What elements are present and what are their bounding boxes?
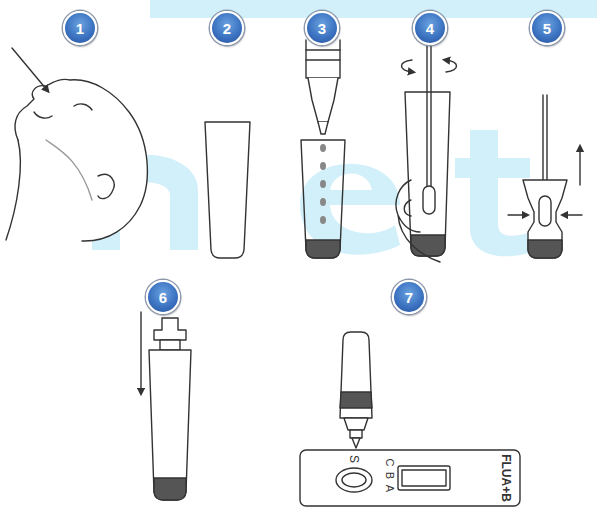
product-name: FLUA+B <box>500 454 512 502</box>
step-number-badge: 2 <box>210 11 244 45</box>
callout-number: 6 <box>159 290 167 305</box>
callout-number: 5 <box>543 21 551 36</box>
callout-number: 7 <box>405 290 413 305</box>
step-number-badge: 6 <box>146 280 180 314</box>
callout-number: 4 <box>426 21 434 36</box>
watermark <box>92 0 597 256</box>
cassette-marking: S <box>348 455 360 463</box>
step-number-badge: 4 <box>413 11 447 45</box>
callout-number: 2 <box>223 21 231 36</box>
cassette-marking: C <box>384 458 395 466</box>
callout-number: 3 <box>318 21 326 36</box>
step-number-badge: 3 <box>305 11 339 45</box>
cassette-marking: B <box>385 471 396 478</box>
step-number-badge: 7 <box>392 280 426 314</box>
cassette-marking: A <box>385 484 396 491</box>
step-number-badge: 1 <box>63 11 97 45</box>
callout-number: 1 <box>76 21 84 36</box>
step-number-badge: 5 <box>530 11 564 45</box>
